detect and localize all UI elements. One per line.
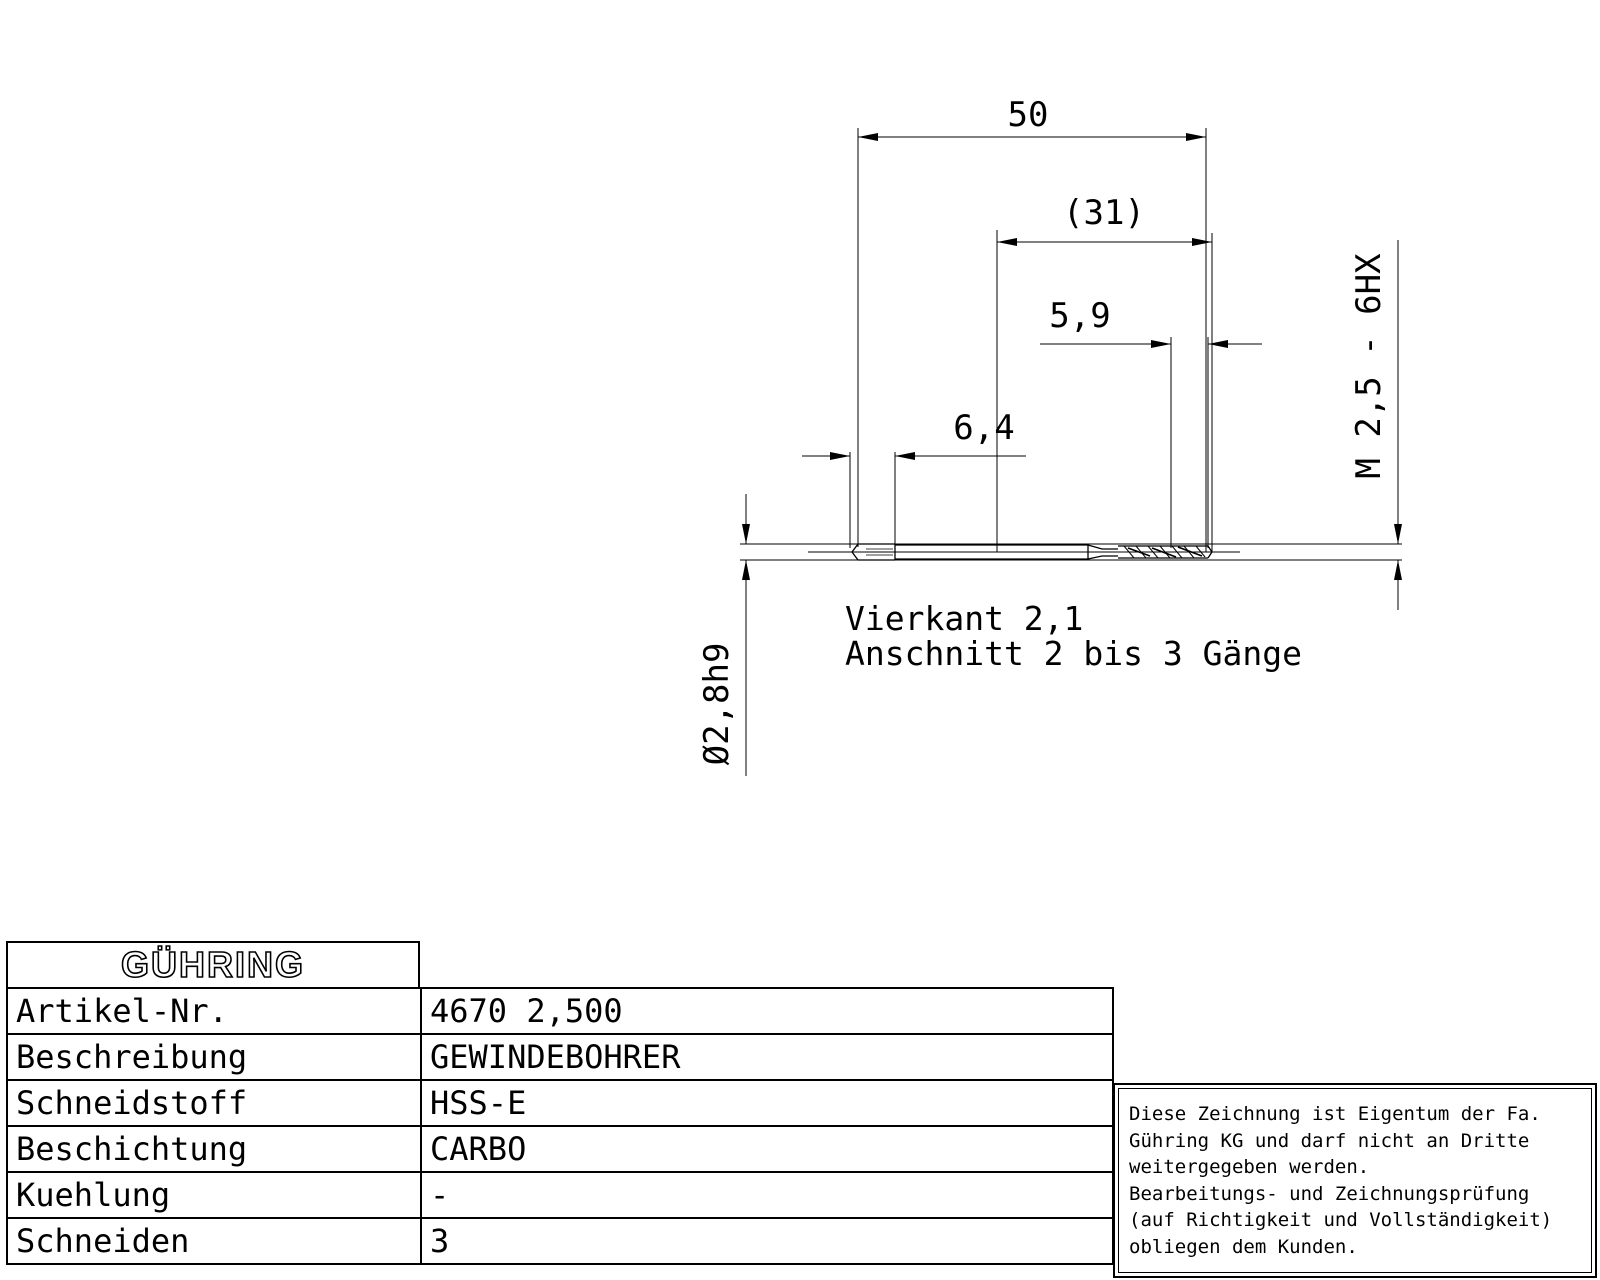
table-row: Kuehlung -: [6, 1171, 1114, 1219]
value-article-number: 4670 2,500: [420, 987, 1114, 1035]
value-flutes: 3: [420, 1217, 1114, 1265]
note-chamfer: Anschnitt 2 bis 3 Gänge: [845, 634, 1302, 673]
disclaimer-line: Bearbeitungs- und Zeichnungsprüfung: [1129, 1182, 1530, 1205]
dim-thread-length: (31): [1063, 193, 1145, 233]
disclaimer-line: (auf Richtigkeit und Vollständigkeit): [1129, 1209, 1553, 1231]
table-row: Beschreibung GEWINDEBOHRER: [6, 1033, 1114, 1081]
disclaimer-text: Diese Zeichnung ist Eigentum der Fa. Güh…: [1118, 1088, 1592, 1273]
label-description: Beschreibung: [6, 1033, 422, 1081]
value-cutting-material: HSS-E: [420, 1079, 1114, 1127]
title-block-table: Artikel-Nr. 4670 2,500 Beschreibung GEWI…: [6, 987, 1114, 1265]
disclaimer-line: Diese Zeichnung ist Eigentum der Fa.: [1129, 1103, 1541, 1125]
dim-overall-length: 50: [1008, 95, 1049, 135]
extension-lines: [740, 128, 1402, 561]
disclaimer-line: obliegen dem Kunden.: [1129, 1235, 1358, 1258]
disclaimer-line: weitergegeben werden.: [1129, 1156, 1370, 1178]
dimension-lines: [742, 133, 1402, 776]
table-row: Schneiden 3: [6, 1217, 1114, 1265]
logo-text: GÜHRING: [120, 943, 305, 986]
tap-outline: [808, 543, 1240, 561]
value-coating: CARBO: [420, 1125, 1114, 1173]
table-row: Artikel-Nr. 4670 2,500: [6, 987, 1114, 1035]
dim-square-length: 6,4: [953, 408, 1014, 448]
table-row: Schneidstoff HSS-E: [6, 1079, 1114, 1127]
label-coating: Beschichtung: [6, 1125, 422, 1173]
dim-chamfer-length: 5,9: [1049, 296, 1110, 336]
guehring-logo: GÜHRING: [6, 941, 420, 989]
note-square: Vierkant 2,1: [845, 599, 1083, 638]
disclaimer-line: Gühring KG und darf nicht an Dritte: [1129, 1129, 1530, 1152]
label-article-number: Artikel-Nr.: [6, 987, 422, 1035]
value-cooling: -: [420, 1171, 1114, 1219]
table-row: Beschichtung CARBO: [6, 1125, 1114, 1173]
label-flutes: Schneiden: [6, 1217, 422, 1265]
dim-thread-spec: M 2,5 - 6HX: [1349, 253, 1389, 479]
value-description: GEWINDEBOHRER: [420, 1033, 1114, 1081]
disclaimer-box: Diese Zeichnung ist Eigentum der Fa. Güh…: [1113, 1083, 1597, 1278]
dim-shank-diameter: Ø2,8h9: [697, 643, 737, 766]
label-cooling: Kuehlung: [6, 1171, 422, 1219]
label-cutting-material: Schneidstoff: [6, 1079, 422, 1127]
